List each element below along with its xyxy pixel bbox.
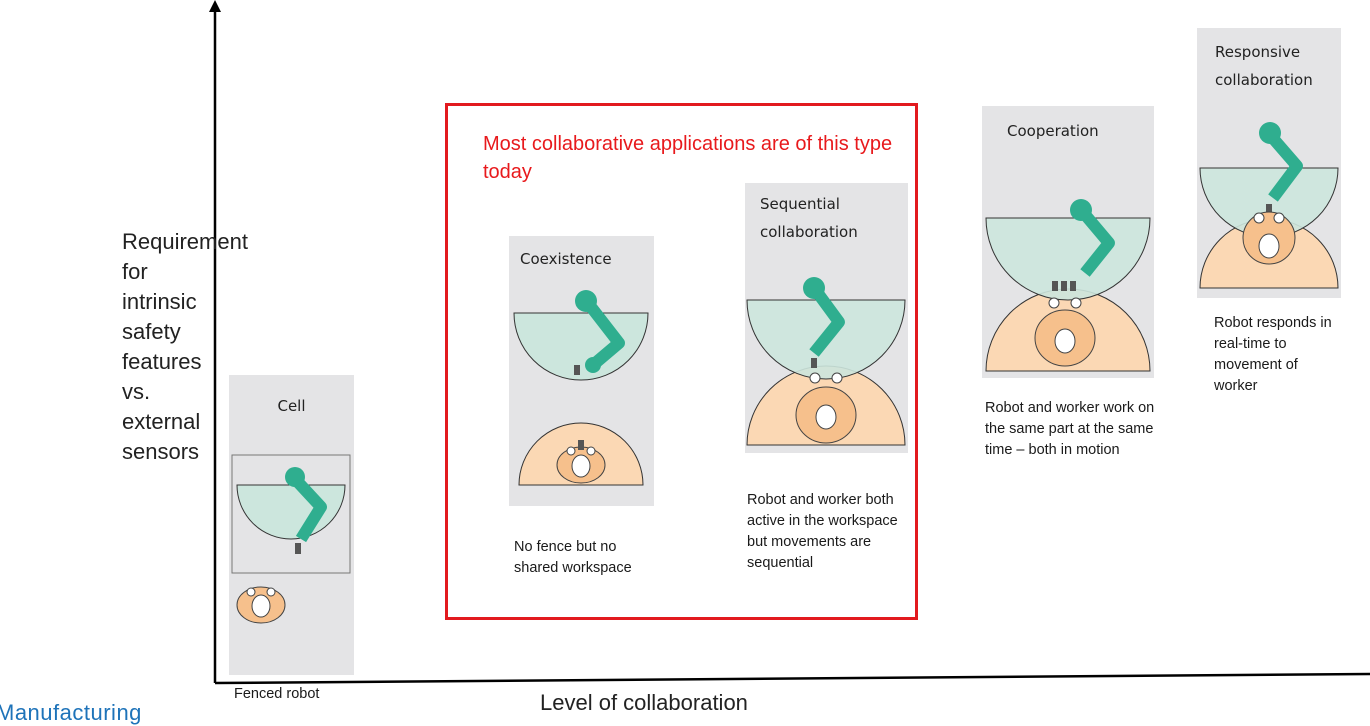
- y-axis-label: Requirement for intrinsic safety feature…: [122, 229, 248, 464]
- footer-brand: Manufacturing: [0, 700, 142, 725]
- stage-title-coexistence: Coexistence: [520, 250, 612, 268]
- stage-desc-cooperation: Robot and worker work on the same part a…: [985, 400, 1155, 458]
- worker: [795, 372, 857, 444]
- worker: [1242, 211, 1296, 265]
- robot-zone: [513, 312, 649, 381]
- worker: [1034, 297, 1096, 367]
- robot-arm: [574, 290, 625, 375]
- stage-desc-cell: Fenced robot: [234, 686, 320, 702]
- highlight-note: Most collaborative applications are of t…: [483, 133, 893, 183]
- robot-zone: [236, 484, 346, 540]
- cell-illustration: [231, 454, 351, 624]
- stage-title-cell: Cell: [277, 397, 306, 415]
- stage-title-sequential: Sequential collaboration: [760, 195, 858, 241]
- x-axis-label: Level of collaboration: [540, 690, 748, 715]
- worker: [236, 586, 286, 624]
- robot-arm: [1052, 199, 1115, 291]
- worker: [556, 440, 606, 484]
- robot-zone: [985, 217, 1151, 301]
- robot-arm: [285, 467, 327, 554]
- stage-desc-coexistence: No fence but no shared workspace: [514, 539, 632, 576]
- highlight-box: [445, 103, 918, 620]
- stage-desc-responsive: Robot responds in real-time to movement …: [1214, 315, 1332, 394]
- coexistence-illustration: [513, 290, 649, 486]
- sequential-illustration: [746, 277, 906, 446]
- cooperation-illustration: [985, 199, 1151, 372]
- robot-arm: [1259, 122, 1303, 214]
- stage-title-responsive: Responsive collaboration: [1215, 43, 1313, 89]
- responsive-illustration: [1199, 122, 1339, 289]
- fence: [231, 454, 351, 574]
- stage-desc-sequential: Robot and worker both active in the work…: [747, 492, 898, 571]
- robot-arm: [803, 277, 845, 368]
- stage-title-cooperation: Cooperation: [1007, 122, 1099, 140]
